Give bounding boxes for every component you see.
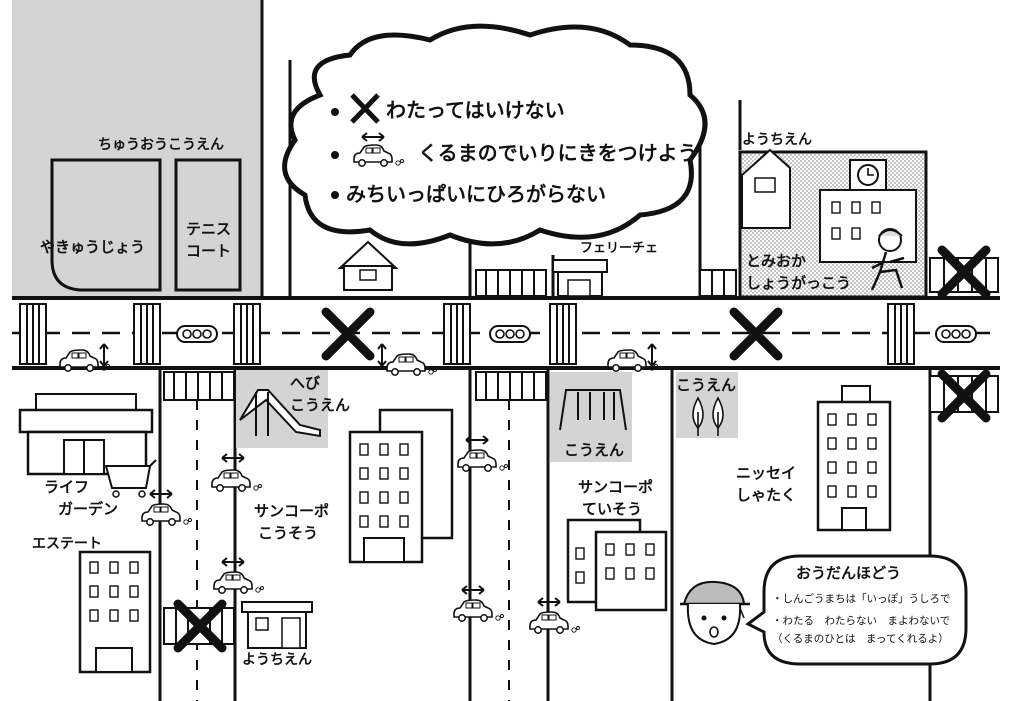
crosswalk-tip-line-1: ・しんごうまちは「いっぽ」うしろで [772,592,951,605]
school-building-icon [819,159,917,263]
sancorpo-kousou-label-1: サンコーポ [254,502,329,520]
ferriche-label: フェリーチェ [580,241,658,256]
kindergarten-bottom-label: ようちえん [242,652,312,668]
crosswalk-tip-bubble [745,554,968,666]
double-arrow-icon [377,343,387,367]
park-mid-label: こうえん [564,441,624,459]
nissei-label-2: しゃたく [736,486,796,504]
slide-icon [239,389,321,438]
estate-apartment-icon [78,550,152,674]
central-park-label: ちゅうおうこうえん [98,137,224,153]
crosswalk-tip-line-2: ・わたる わたらない まよわないで [772,615,950,627]
life-garden-label-1: ライフ [44,478,89,496]
rule-3: みちいっぱいにひろがらない [346,182,606,206]
double-arrow-icon [465,435,489,445]
school-label-1: とみおか [746,252,806,270]
rule-2: くるまのでいりにきをつけよう [418,141,698,165]
hebi-park-label-1: へび [290,374,320,392]
no-crossing-x-icon [326,312,370,356]
rule-1: わたってはいけない [386,98,565,122]
x-mark-icon [350,93,380,124]
traffic-signal-icon [935,325,977,343]
park-right-block [676,372,738,438]
car-icon [211,469,263,493]
double-arrow-icon [461,585,485,595]
house-icon [337,240,399,291]
shop-ferriche-icon [552,259,608,297]
crosswalk-tip-line-3: （くるまのひとは まってくれるよ） [772,633,949,645]
sancorpo-teisou-label-2: ていそう [582,500,642,518]
nissei-building-icon [816,385,892,532]
tennis-label-1: テニス [186,220,231,238]
traffic-signal-icon [489,325,531,343]
swing-icon [559,389,627,431]
car-icon [453,599,505,623]
tennis-court [174,158,242,292]
park-right-label: こうえん [676,376,736,394]
car-icon [529,611,581,635]
boy-face-icon [680,580,750,646]
life-garden-label-2: ガーデン [58,500,118,518]
car-icon [386,353,438,377]
crosswalk-tip-title: おうだんほどう [796,564,901,582]
shopping-cart-icon [104,459,157,498]
car-icon [457,449,509,473]
hebi-park-label-2: こうえん [290,396,350,414]
double-arrow-icon [647,343,657,367]
nissei-label-1: ニッセイ [736,464,796,482]
supermarket-building-icon [18,393,154,476]
double-arrow-icon [221,557,245,567]
rules-cloud [282,23,708,247]
car-icon [213,571,265,595]
kindergarten-top-label: ようちえん [742,132,812,148]
running-child-icon [870,228,905,291]
tree-icon [692,396,724,436]
double-arrow-icon [99,343,109,367]
kindergarten-bottom-building-icon [241,601,313,649]
traffic-signal-icon [176,325,218,343]
tennis-label-2: コート [186,242,231,260]
sancorpo-teisou-building-icon [566,518,668,612]
baseball-field [50,158,162,292]
sancorpo-kousou-building-icon [348,408,454,564]
car-icon [141,503,193,527]
school-label-2: しょうがっこう [746,274,851,292]
double-arrow-icon [221,453,245,463]
estate-label: エステート [32,536,102,552]
kindergarten-building-icon [741,148,791,229]
baseball-label: やきゅうじょう [40,238,145,256]
sancorpo-kousou-label-2: こうそう [258,524,318,542]
sancorpo-teisou-label-1: サンコーポ [578,478,653,496]
